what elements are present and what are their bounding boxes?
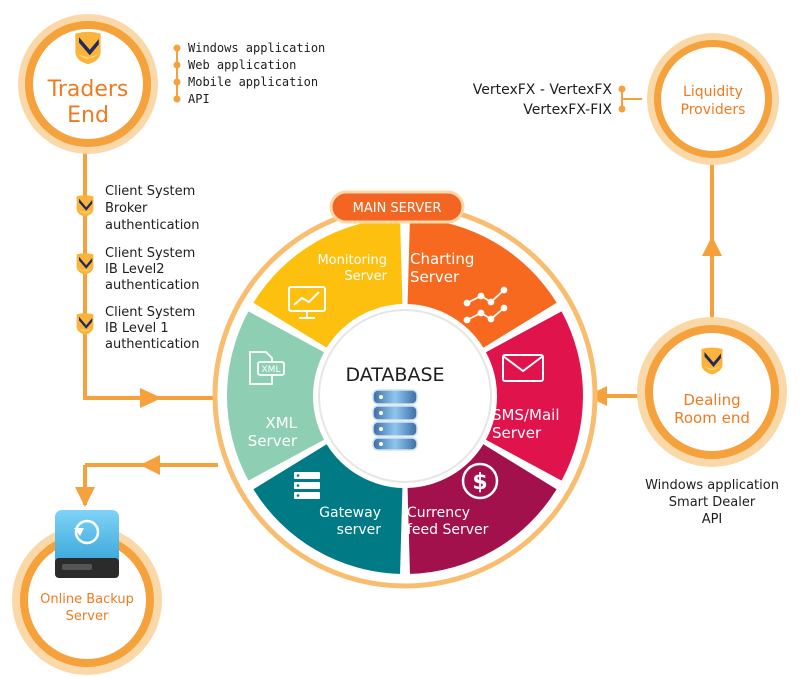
check-badge-icon (75, 31, 101, 65)
bracket-dots (173, 44, 626, 113)
server-rack-icon (294, 472, 320, 499)
sms-mail-segment (485, 311, 583, 481)
arrow-left-to-backup (140, 455, 160, 475)
auth-step-1-line2: Broker (105, 201, 148, 216)
monitoring-segment (253, 218, 403, 348)
monitor-chart-icon (288, 286, 326, 319)
traders-end-title-line2: End (67, 103, 109, 128)
database-label: DATABASE (345, 364, 444, 386)
monitoring-server-line1: Monitoring (317, 253, 387, 268)
dealing-room-node: Dealing Room end (637, 317, 787, 467)
gateway-server-line2: server (337, 522, 382, 538)
auth-step-3-line1: Client System (105, 305, 195, 320)
online-backup-title-line1: Online Backup (40, 592, 134, 607)
traders-app-item: API (188, 92, 210, 106)
liquidity-feeds-list: VertexFX - VertexFX VertexFX-FIX (473, 82, 613, 118)
liquidity-feed-item: VertexFX-FIX (523, 102, 612, 118)
svg-text:$: $ (472, 470, 487, 495)
liquidity-feed-item: VertexFX - VertexFX (473, 82, 613, 98)
dealing-app-item: Smart Dealer (669, 495, 756, 510)
main-server-label: MAIN SERVER (353, 201, 442, 216)
charting-server-line1: Charting (410, 250, 474, 268)
check-badge-icon (76, 253, 94, 275)
auth-step-2-line2: IB Level2 (105, 262, 164, 277)
check-badge-icon (701, 347, 723, 375)
liquidity-providers-title-line2: Providers (681, 102, 746, 118)
main-server-badge (329, 190, 465, 224)
dealing-app-item: API (702, 512, 723, 527)
gateway-server-line1: Gateway (319, 505, 381, 521)
auth-steps: Client System Broker authentication Clie… (76, 184, 200, 352)
arrowheads (75, 236, 722, 507)
line-chart-icon (463, 286, 508, 324)
sms-mail-server-line2: Server (492, 424, 542, 442)
gateway-segment (253, 444, 403, 574)
envelope-icon (502, 354, 544, 382)
currency-feed-server-line1: Currency (407, 505, 470, 521)
dealing-app-item: Windows application (645, 478, 779, 493)
arrow-up-to-liquidity (702, 236, 722, 256)
monitoring-server-line2: Server (344, 269, 387, 284)
charting-segment (407, 218, 557, 348)
online-backup-node: Online Backup Server (12, 510, 162, 675)
traders-app-item: Web application (188, 58, 296, 72)
traders-app-item: Windows application (188, 41, 325, 55)
currency-segment (407, 444, 557, 574)
xml-server-line2: Server (248, 432, 298, 450)
auth-step-3-line2: IB Level 1 (105, 321, 169, 336)
online-backup-title-line2: Server (66, 609, 109, 624)
arrow-down-to-backup (75, 487, 95, 507)
svg-text:XML: XML (262, 365, 281, 375)
traders-end-title-line1: Traders (47, 77, 129, 102)
arrow-right-to-server (140, 388, 162, 408)
server-segments (227, 218, 583, 574)
liquidity-providers-node: Liquidity Providers (647, 33, 779, 165)
dealing-room-apps-list: Windows application Smart Dealer API (645, 478, 779, 527)
dollar-coin-icon: $ (461, 462, 499, 500)
database-icon (372, 389, 418, 451)
traders-apps-list: Windows application Web application Mobi… (188, 41, 325, 106)
xml-segment (227, 311, 325, 481)
currency-feed-server-line2: feed Server (407, 522, 489, 538)
dealing-room-title-line2: Room end (674, 409, 750, 427)
auth-step-1-line1: Client System (105, 184, 195, 199)
check-badge-icon (76, 195, 94, 217)
traders-end-node: Traders End (18, 14, 158, 154)
traders-app-item: Mobile application (188, 75, 318, 89)
dealing-room-title-line1: Dealing (683, 391, 740, 409)
liquidity-providers-title-line1: Liquidity (683, 84, 743, 100)
xml-file-icon: XML (249, 351, 285, 385)
auth-step-3-line3: authentication (105, 337, 200, 352)
backup-drive-icon (55, 510, 119, 578)
main-server: DATABASE MAIN SERVER Monitoring Server C… (212, 190, 598, 589)
check-badge-icon (76, 313, 94, 335)
auth-step-1-line3: authentication (105, 218, 200, 233)
auth-step-2-line1: Client System (105, 246, 195, 261)
sms-mail-server-line1: SMS/Mail (492, 406, 560, 424)
charting-server-line2: Server (410, 268, 460, 286)
auth-step-2-line3: authentication (105, 278, 200, 293)
xml-server-line1: XML (265, 414, 297, 432)
